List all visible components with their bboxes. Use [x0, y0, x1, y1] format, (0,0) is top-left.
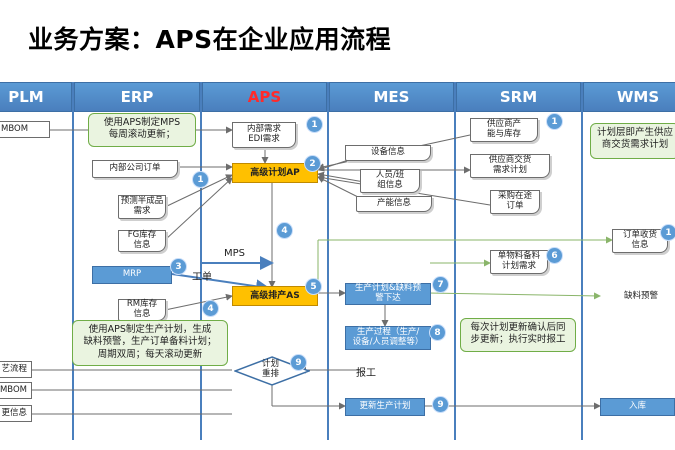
mes-equipment-doc: 设备信息 — [345, 145, 431, 161]
wms-shortage-label: 缺料预警 — [624, 291, 659, 301]
srm-purchase-transit-doc: 采购在途 订单 — [490, 190, 540, 214]
aps-master-plan-box: 高级计划AP — [232, 163, 318, 183]
step-marker: 5 — [305, 278, 322, 295]
step-marker: 3 — [170, 258, 187, 275]
lane-header-plm: PLM — [0, 82, 72, 112]
step-marker: 1 — [192, 171, 209, 188]
step-marker: 1 — [306, 116, 323, 133]
callout-wms: 计划层即产生供应 商交货需求计划 — [590, 123, 675, 159]
step-marker: 6 — [546, 247, 563, 264]
srm-supplier-capacity-doc: 供应商产 能与库存 — [470, 118, 538, 142]
mes-capacity-doc: 产能信息 — [356, 196, 432, 212]
mes-report-label: 报工 — [356, 368, 376, 379]
callout-update: 每次计划更新确认后同 步更新；执行实时报工 — [460, 318, 576, 352]
wms-warehousing-box: 入库 — [600, 398, 675, 416]
mes-staff-doc: 人员/班 组信息 — [360, 169, 420, 193]
callout-schedule: 使用APS制定生产计划，生成 缺料预警，生产订单备料计划； 周期双周；每天滚动更… — [72, 320, 228, 366]
step-marker: 7 — [432, 276, 449, 293]
step-marker: 2 — [304, 155, 321, 172]
step-marker: 8 — [429, 324, 446, 341]
erp-fg-stock-doc: FG库存 信息 — [118, 230, 166, 252]
erp-forecast-doc: 预测半成品 需求 — [118, 195, 166, 219]
srm-supplier-demand-doc: 供应商交货 需求计划 — [470, 154, 550, 178]
step-marker: 4 — [202, 300, 219, 317]
step-marker: 9 — [290, 354, 307, 371]
mes-update-plan-box: 更新生产计划 — [345, 398, 425, 416]
srm-material-plan-doc: 单物料备料 计划需求 — [490, 250, 548, 274]
lane-divider — [200, 82, 202, 440]
plm-change-box: 更信息 — [0, 405, 32, 422]
lane-divider — [581, 82, 583, 440]
mes-production-plan-box: 生产计划&缺料预 警下达 — [345, 283, 431, 305]
step-marker: 1 — [546, 113, 563, 130]
erp-internal-order-doc: 内部公司订单 — [92, 160, 178, 178]
aps-replan-label: 计划 重排 — [262, 359, 280, 379]
step-marker: 4 — [276, 222, 293, 239]
plm-process-box: 艺流程 — [0, 361, 32, 378]
step-marker: 1 — [660, 224, 675, 241]
lane-divider — [327, 82, 329, 440]
lane-divider — [454, 82, 456, 440]
step-marker: 9 — [432, 396, 449, 413]
lane-header-mes: MES — [329, 82, 454, 112]
wms-receipt-doc: 订单收货 信息 — [612, 229, 668, 253]
mes-production-process-box: 生产过程（生产/ 设备/人员调整等） — [345, 326, 431, 350]
lane-divider — [72, 82, 74, 440]
aps-mps-label: MPS — [224, 248, 246, 259]
lane-header-srm: SRM — [456, 82, 581, 112]
lane-header-erp: ERP — [74, 82, 200, 112]
callout-mps: 使用APS制定MPS 每周滚动更新； — [88, 113, 196, 147]
aps-advanced-schedule-box: 高级排产AS — [232, 286, 318, 306]
plm-mbom2-box: MBOM — [0, 382, 32, 399]
erp-mrp-box: MRP — [92, 266, 172, 284]
lane-header-wms: WMS — [583, 82, 675, 112]
page-title: 业务方案：APS在企业应用流程 — [28, 25, 392, 54]
lane-header-aps: APS — [202, 82, 327, 112]
plm-mbom-box: MBOM — [0, 121, 50, 138]
erp-rm-stock-doc: RM库存 信息 — [118, 299, 166, 321]
aps-work-order-label: 工单 — [192, 272, 212, 283]
aps-internal-demand-doc: 内部需求 EDI需求 — [232, 122, 296, 148]
